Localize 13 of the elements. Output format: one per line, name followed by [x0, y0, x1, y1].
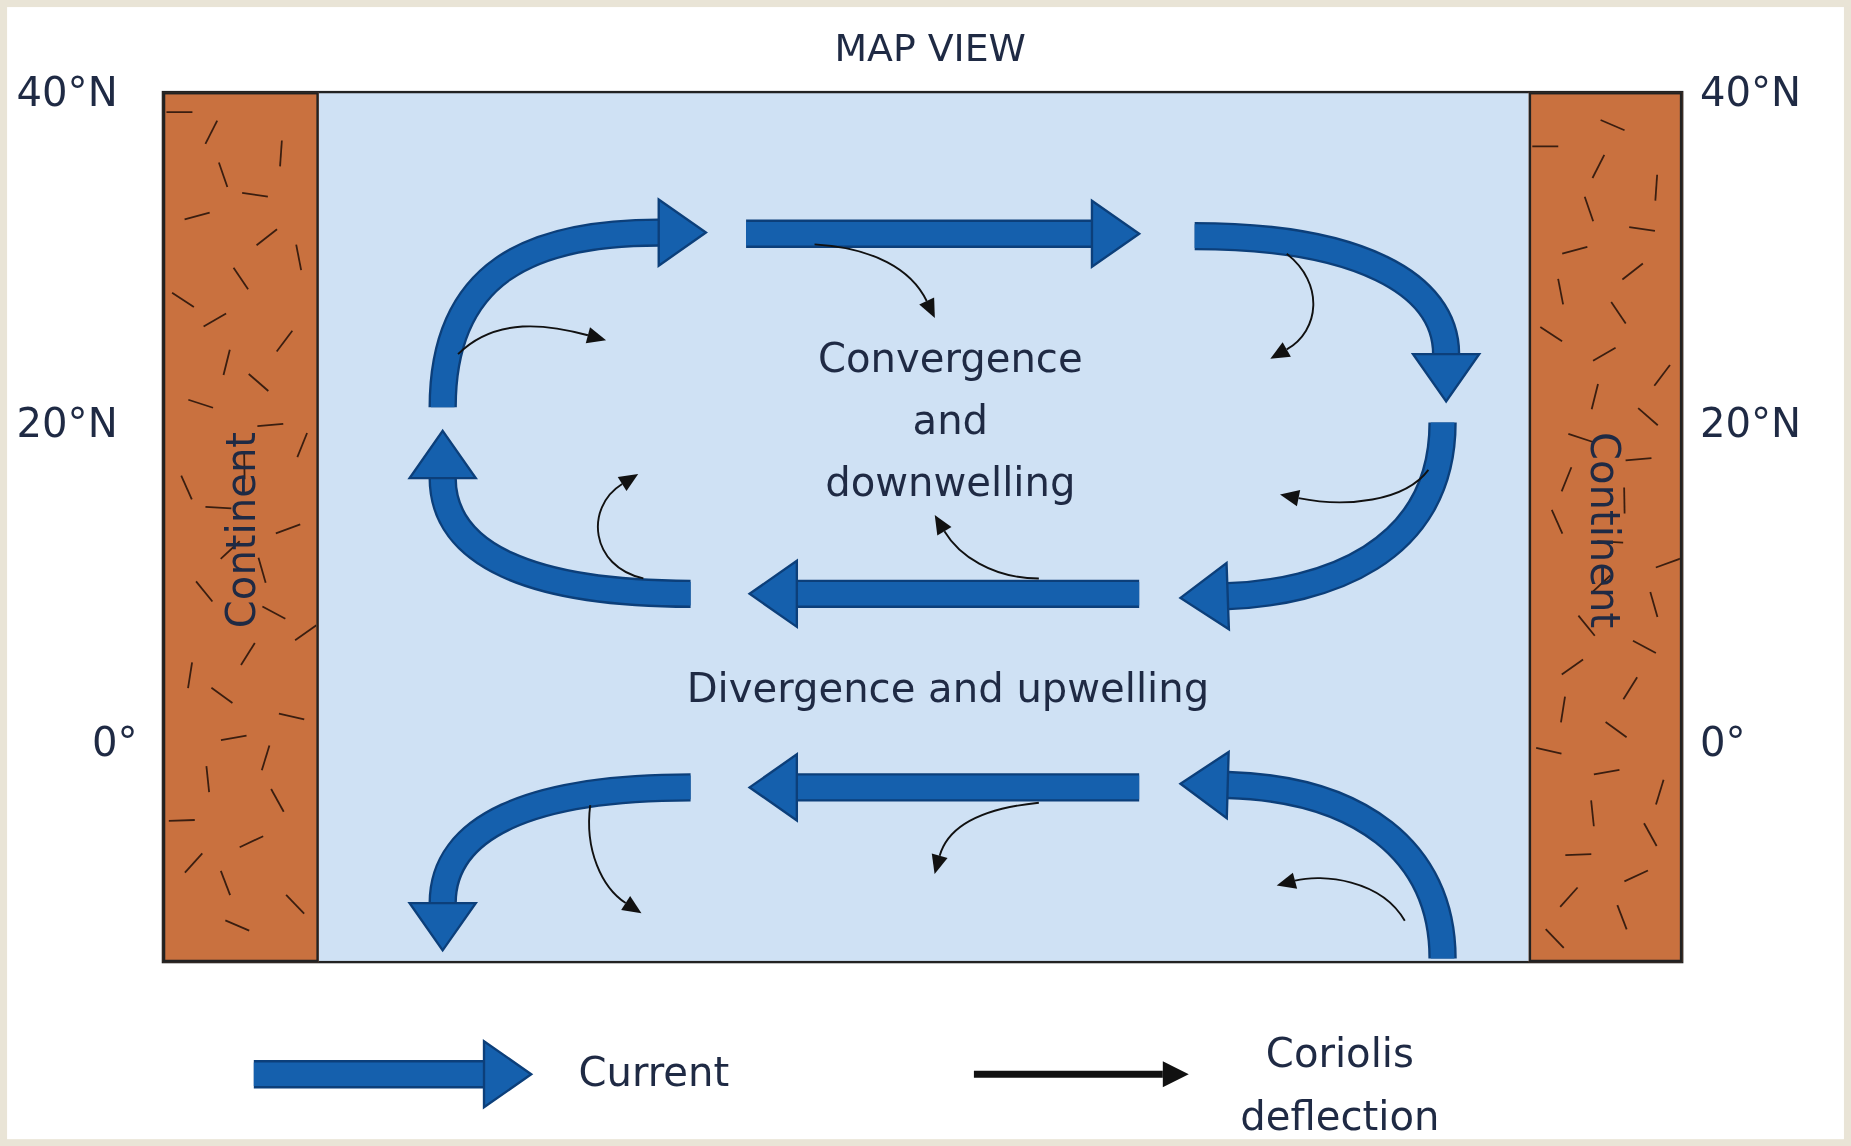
latitude-label: 20°N [1699, 399, 1802, 447]
legend-label: Coriolis deflection [1239, 1028, 1441, 1141]
continent-label: Continent [217, 431, 265, 628]
continent-label: Continent [1581, 431, 1630, 628]
zone-label: Divergence and upwelling [686, 664, 1210, 712]
legend-label: Current [578, 1048, 730, 1096]
latitude-label: 40°N [16, 68, 118, 116]
zone-label: Convergence and downwelling [817, 333, 1084, 508]
latitude-label: 40°N [1699, 68, 1802, 116]
latitude-label: 0° [92, 717, 138, 765]
latitude-label: 20°N [16, 399, 118, 447]
latitude-label: 0° [1699, 717, 1746, 765]
map-title: MAP VIEW [834, 25, 1026, 71]
